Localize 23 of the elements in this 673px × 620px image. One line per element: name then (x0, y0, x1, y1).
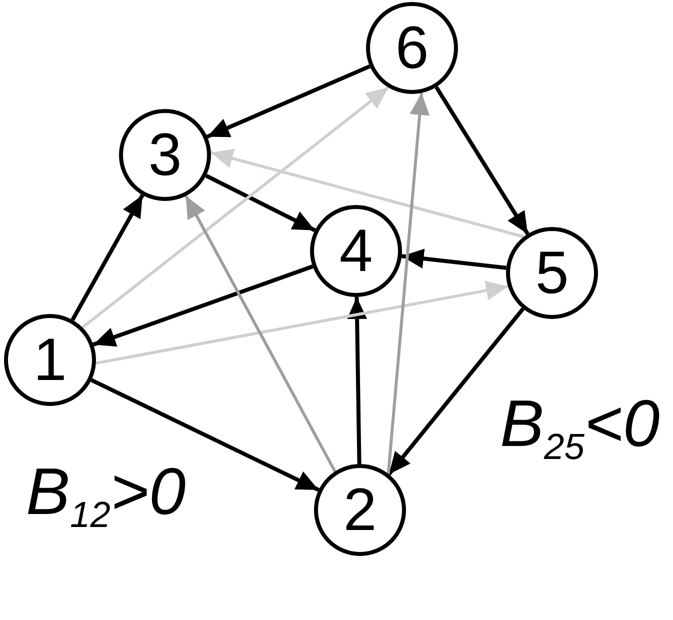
arrow (402, 248, 506, 270)
math-label: B$_{25}$<0 (500, 386, 660, 462)
arrow (347, 296, 368, 464)
arrow (90, 378, 320, 492)
node-number: 5 (535, 243, 569, 303)
arrow (82, 86, 390, 329)
node-circle (310, 205, 402, 297)
arrow (96, 280, 508, 365)
arrow (206, 64, 371, 139)
arrow (205, 174, 316, 232)
node-number: 1 (33, 330, 67, 390)
arrow (210, 148, 524, 238)
arrow (386, 92, 430, 474)
node-number: 6 (395, 18, 429, 78)
node-number: 3 (148, 125, 182, 185)
arrow (434, 86, 530, 235)
node-number: 2 (343, 480, 377, 540)
arrow (92, 264, 314, 347)
node-number: 4 (339, 221, 373, 281)
arrow (387, 307, 525, 476)
arrow (70, 194, 144, 321)
arrow (184, 195, 336, 472)
math-label: B$_{12}$>0 (26, 454, 186, 530)
